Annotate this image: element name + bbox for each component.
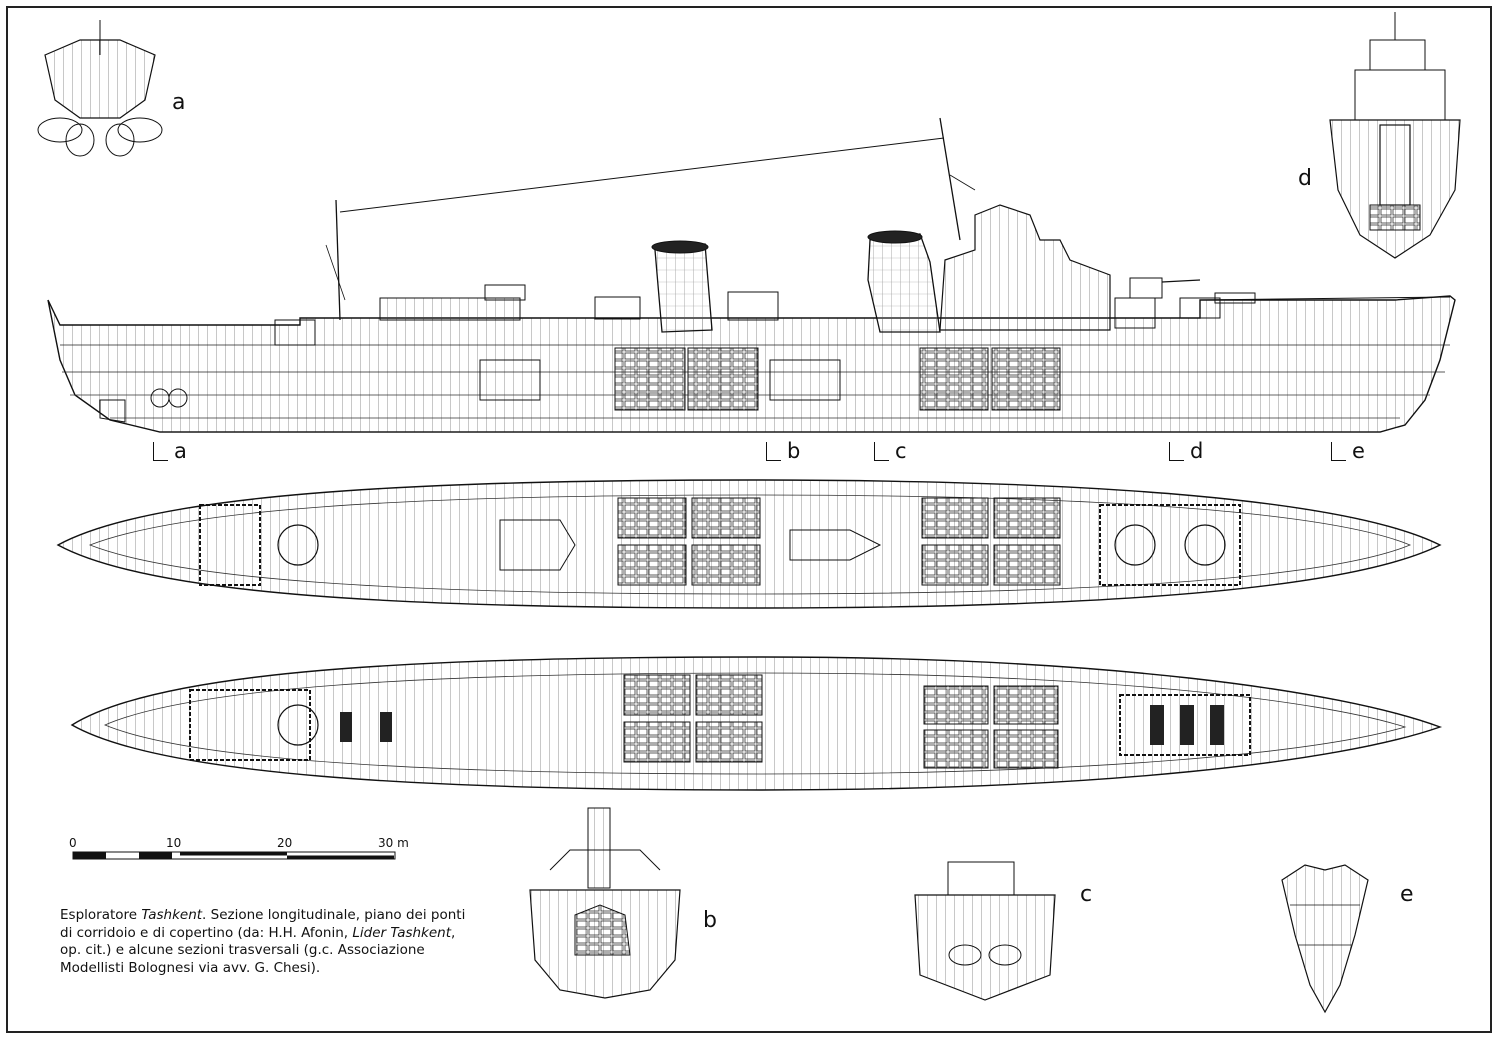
caption-ship-name: Tashkent bbox=[141, 907, 203, 923]
figure-caption: Esploratore Tashkent. Sezione longitudin… bbox=[60, 907, 480, 977]
caption-text-3: , op. cit.) e alcune sezioni trasversali… bbox=[60, 924, 456, 976]
caption-text-1: Esploratore bbox=[60, 907, 142, 923]
label-section-a: a bbox=[172, 90, 186, 115]
cut-mark-e: e bbox=[1331, 441, 1365, 462]
label-section-d: d bbox=[1298, 166, 1312, 191]
cross-section-e bbox=[1281, 864, 1369, 1014]
cross-section-a bbox=[37, 20, 163, 157]
cut-mark-c: c bbox=[874, 441, 907, 462]
label-section-b: b bbox=[703, 908, 717, 933]
label-section-e: e bbox=[1400, 882, 1414, 907]
sheet-frame bbox=[6, 6, 1492, 1033]
cross-section-d bbox=[1329, 12, 1461, 259]
scale-label-30m: 30 m bbox=[378, 836, 409, 850]
scale-label-0: 0 bbox=[69, 836, 77, 850]
cut-mark-d: d bbox=[1169, 441, 1203, 462]
label-section-c: c bbox=[1080, 882, 1093, 907]
cross-section-b bbox=[529, 807, 681, 999]
cut-mark-b: b bbox=[766, 441, 800, 462]
bridge-structure bbox=[939, 204, 1111, 331]
cut-mark-a: a bbox=[153, 441, 187, 462]
longitudinal-section bbox=[47, 117, 1456, 433]
scale-bar bbox=[72, 851, 396, 860]
caption-book-title: Lider Tashkent bbox=[352, 924, 452, 941]
deck-plan-corridor bbox=[56, 479, 1442, 609]
funnel-aft bbox=[654, 243, 713, 333]
funnel-fore bbox=[867, 233, 941, 333]
caption-text-2: . Sezione longitudinale, piano dei ponti… bbox=[60, 907, 466, 941]
deck-plan-lower bbox=[70, 656, 1443, 791]
cross-section-c bbox=[914, 861, 1056, 1001]
scale-label-10: 10 bbox=[166, 836, 182, 850]
scale-label-20: 20 bbox=[277, 836, 293, 850]
deck-plan-upper-outline bbox=[56, 479, 1442, 609]
